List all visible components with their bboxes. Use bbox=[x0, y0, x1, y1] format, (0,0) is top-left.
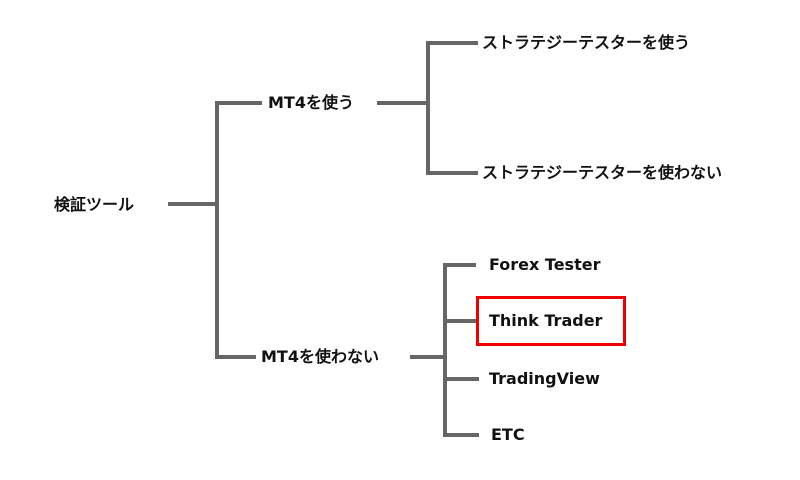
branch-mt4-not-use: MT4を使わない bbox=[261, 347, 379, 366]
root-node: 検証ツール bbox=[54, 195, 135, 214]
leaf-etc: ETC bbox=[491, 425, 525, 444]
leaf-think-trader: Think Trader bbox=[489, 311, 603, 330]
leaf-forex-tester: Forex Tester bbox=[489, 255, 601, 274]
highlight-box bbox=[476, 296, 626, 346]
branch-mt4-use: MT4を使う bbox=[268, 93, 354, 112]
leaf-strategy-tester-not-use: ストラテジーテスターを使わない bbox=[482, 163, 723, 182]
leaf-tradingview: TradingView bbox=[489, 369, 600, 388]
leaf-strategy-tester-use: ストラテジーテスターを使う bbox=[482, 33, 691, 52]
